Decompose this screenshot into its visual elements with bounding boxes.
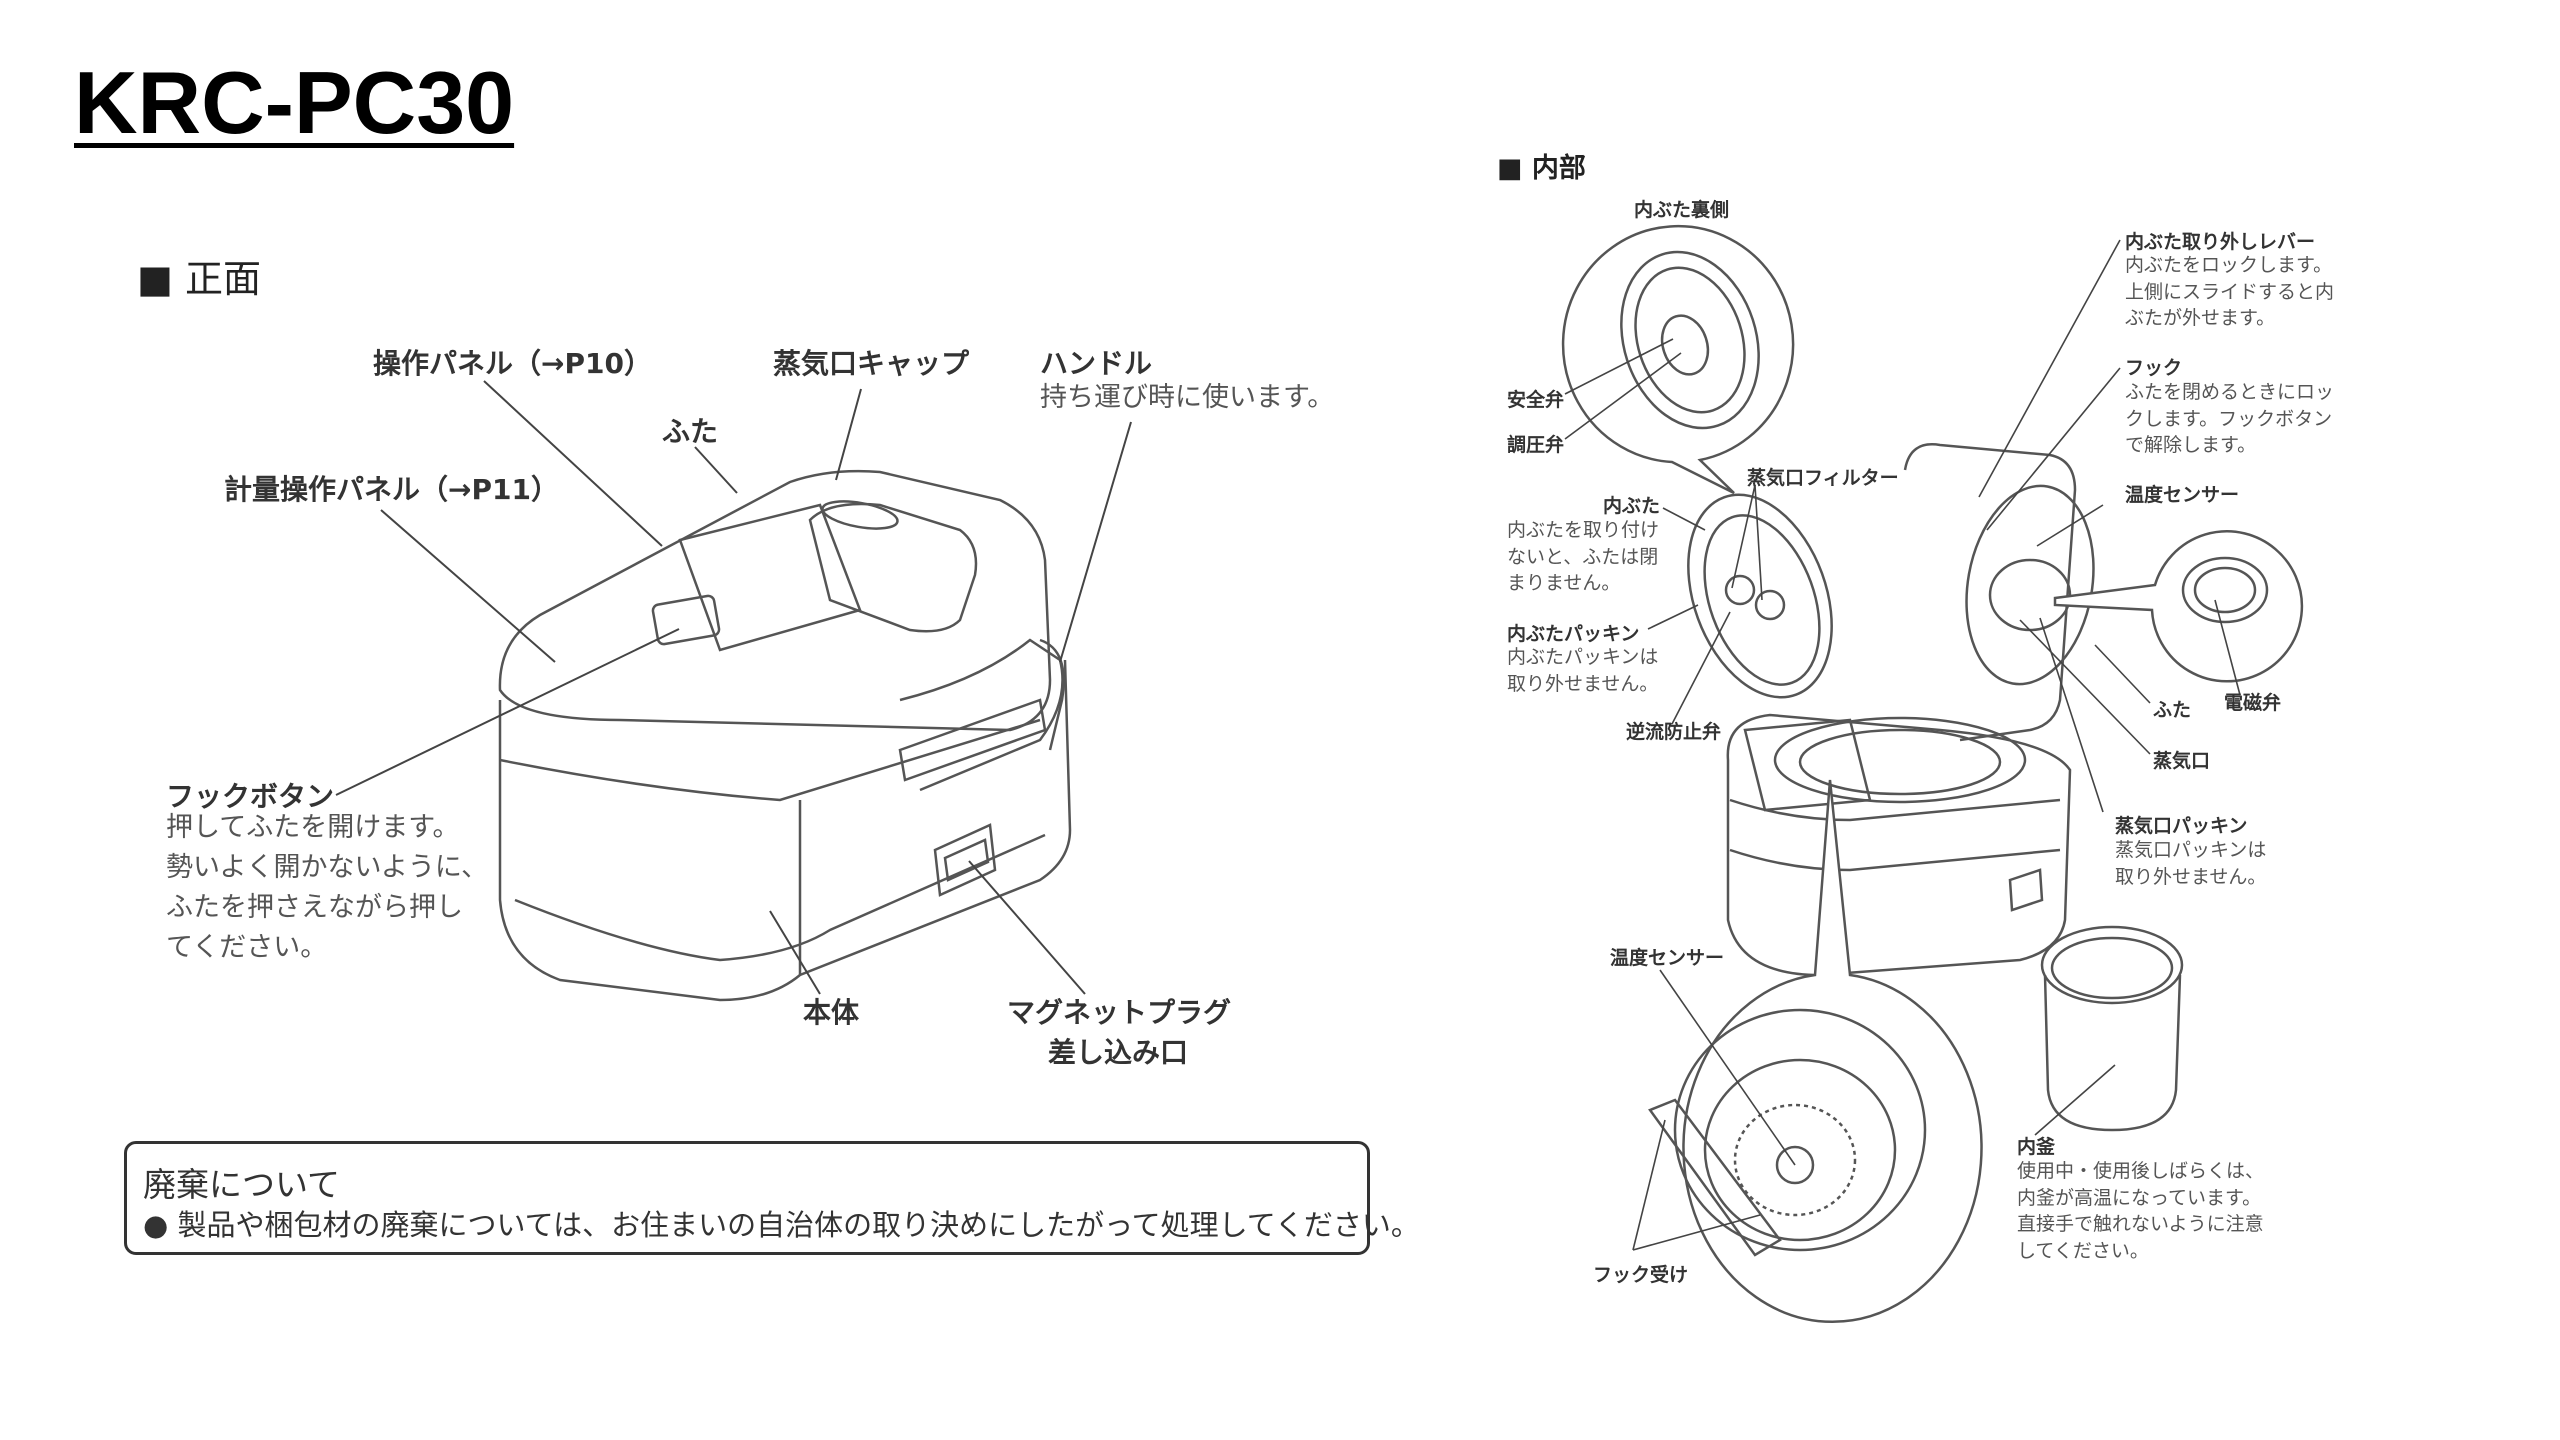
label-handle-desc: 持ち運び時に使います。	[1040, 382, 1335, 413]
desc-line: まりません。	[1507, 572, 1621, 594]
inner-lid-illustration	[1687, 493, 1833, 699]
label-magnet-plug: マグネットプラグ	[1007, 996, 1232, 1029]
label-inner-lid: 内ぶた	[1603, 495, 1661, 517]
disposal-notice-box: 廃棄について ● 製品や梱包材の廃棄については、お住まいの自治体の取り決めにした…	[124, 1141, 1420, 1255]
desc-line: で解除します。	[2125, 434, 2257, 456]
label-steam-cap: 蒸気口キャップ	[773, 347, 970, 380]
desc-line: 使用中・使用後しばらくは、	[2017, 1160, 2265, 1182]
label-inner-lid-packing: 内ぶたパッキン	[1507, 623, 1640, 645]
label-inner-lid-back: 内ぶた裏側	[1634, 199, 1730, 221]
label-handle: ハンドル	[1040, 347, 1153, 380]
desc-line: ふたを閉めるときにロッ	[2125, 381, 2335, 403]
interior-leader-lines	[1564, 239, 2241, 1251]
notice-heading: 廃棄について	[143, 1165, 341, 1204]
hook-desc: ふたを閉めるときにロッ クします。フックボタン で解除します。	[2125, 379, 2334, 459]
desc-line: 取り外せません。	[2115, 865, 2267, 888]
label-operation-panel: 操作パネル（→P10）	[373, 347, 652, 380]
label-body: 本体	[803, 996, 860, 1029]
desc-line: 内ぶたパッキンは	[1507, 646, 1659, 668]
desc-line: してください。	[2017, 1239, 2149, 1262]
label-measure-panel: 計量操作パネル（→P11）	[224, 473, 559, 506]
desc-line: 内釜が高温になっています。	[2017, 1186, 2262, 1209]
desc-line: クします。フックボタン	[2125, 407, 2333, 430]
solenoid-valve-detail	[2053, 530, 2304, 683]
front-heading: ■ 正面	[137, 257, 261, 301]
desc-line: ないと、ふたは閉	[1507, 545, 1659, 568]
desc-line: 直接手で触れないように注意	[2017, 1213, 2264, 1235]
label-lid-interior: ふた	[2153, 699, 2192, 721]
inner-pot-bottom-detail	[1648, 779, 1983, 1324]
interior-heading: ■ 内部	[1497, 153, 1586, 184]
label-inner-pot: 内釜	[2017, 1136, 2056, 1158]
label-solenoid-valve: 電磁弁	[2224, 692, 2282, 714]
desc-line: 内ぶたを取り付け	[1507, 519, 1660, 541]
inner-lid-packing-desc: 内ぶたパッキンは 取り外せません。	[1507, 644, 1658, 697]
inner-pot-desc: 使用中・使用後しばらくは、 内釜が高温になっています。 直接手で触れないように注…	[2017, 1158, 2264, 1264]
inner-pot-illustration	[2040, 925, 2184, 1132]
label-hook-button: フックボタン	[166, 780, 335, 813]
rice-cooker-front-illustration	[498, 469, 1072, 1002]
label-steam-packing: 蒸気口パッキン	[2115, 815, 2248, 837]
inner-lid-back-detail	[1561, 224, 1795, 495]
label-safety-valve: 安全弁	[1507, 389, 1565, 411]
inner-lid-desc: 内ぶたを取り付け ないと、ふたは閉 まりません。	[1507, 517, 1659, 597]
hook-button-desc: 押してふたを開けます。 勢いよく開かないように、 ふたを押さえながら押し てくだ…	[166, 808, 488, 968]
desc-line: 内ぶたをロックします。	[2125, 254, 2333, 276]
label-lever: 内ぶた取り外しレバー	[2125, 231, 2316, 253]
desc-line: 押してふたを開けます。	[166, 812, 460, 843]
desc-line: てください。	[166, 932, 328, 963]
rice-cooker-open-illustration	[1726, 443, 2095, 977]
label-temp-sensor-bottom: 温度センサー	[1610, 947, 1725, 969]
desc-line: ふたを押さえながら押し	[166, 892, 463, 923]
label-steam-vent: 蒸気口	[2153, 750, 2211, 772]
label-lid: ふた	[662, 415, 719, 448]
notice-text: ● 製品や梱包材の廃棄については、お住まいの自治体の取り決めにしたがって処理して…	[143, 1208, 1420, 1242]
lever-desc: 内ぶたをロックします。 上側にスライドすると内 ぶたが外せます。	[2125, 252, 2334, 332]
desc-line: 取り外せません。	[1507, 672, 1659, 695]
label-hook-receiver: フック受け	[1593, 1264, 1689, 1286]
label-temp-sensor-top: 温度センサー	[2125, 484, 2240, 506]
desc-line: 勢いよく開かないように、	[166, 852, 489, 883]
front-leader-lines	[335, 380, 1132, 995]
label-steam-filter: 蒸気口フィルター	[1747, 467, 1899, 489]
label-hook: フック	[2125, 357, 2183, 379]
desc-line: 上側にスライドすると内	[2125, 280, 2335, 303]
desc-line: 蒸気口パッキンは	[2115, 839, 2267, 861]
label-magnet-plug-2: 差し込み口	[1048, 1036, 1189, 1069]
steam-packing-desc: 蒸気口パッキンは 取り外せません。	[2115, 837, 2266, 890]
desc-line: ぶたが外せます。	[2125, 307, 2276, 329]
label-pressure-valve: 調圧弁	[1507, 434, 1565, 456]
model-title: KRC-PC30	[74, 53, 515, 152]
label-check-valve: 逆流防止弁	[1626, 721, 1722, 743]
